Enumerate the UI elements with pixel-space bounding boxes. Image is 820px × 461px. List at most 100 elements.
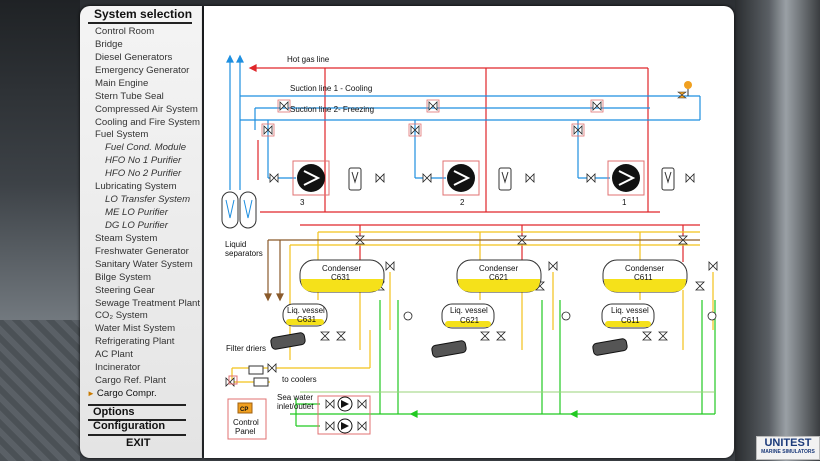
menu-item-label: Incinerator (95, 362, 141, 374)
menu-item[interactable]: DG LO Purifier (105, 220, 168, 231)
expansion-valve-icon[interactable] (677, 81, 692, 99)
condenser-c631[interactable]: Condenser C631 (299, 259, 385, 293)
menu-item[interactable]: Steam System (95, 233, 157, 244)
valve[interactable] (261, 123, 275, 137)
valve[interactable] (357, 399, 367, 409)
valve[interactable] (685, 173, 695, 183)
active-arrow-icon: ► (87, 389, 95, 399)
liq-vessel-c631[interactable]: Liq. vessel C631 (282, 303, 328, 327)
valve[interactable] (336, 331, 346, 341)
menu-item[interactable]: HFO No 1 Purifier (105, 155, 181, 166)
menu-item-label: HFO No 2 Purifier (105, 168, 182, 180)
menu-item[interactable]: Control Room (95, 26, 154, 37)
menu-item-label: Bilge System (95, 271, 151, 283)
condenser-c621[interactable]: Condenser C621 (456, 259, 542, 293)
valve[interactable] (267, 363, 277, 373)
menu-item[interactable]: Sewage Treatment Plant (95, 298, 200, 309)
menu-item-label: Refrigerating Plant (95, 336, 175, 348)
valve[interactable] (385, 261, 395, 271)
menu-item[interactable]: Steering Gear (95, 285, 155, 296)
valve[interactable] (571, 123, 585, 137)
options-button[interactable]: Options (93, 406, 135, 418)
menu-item[interactable]: Emergency Generator (95, 65, 189, 76)
menu-item[interactable]: Stern Tube Seal (95, 91, 164, 102)
menu-item-label: Emergency Generator (95, 64, 190, 76)
menu-item-label: AC Plant (95, 349, 133, 361)
menu-item[interactable]: Freshwater Generator (95, 246, 189, 257)
menu-item-label: Water Mist System (95, 323, 176, 335)
valve[interactable] (517, 235, 527, 245)
menu-item[interactable]: AC Plant (95, 349, 133, 360)
compressor-3[interactable]: 3 (292, 160, 330, 207)
valve[interactable] (586, 173, 596, 183)
valve[interactable] (357, 421, 367, 431)
control-valve[interactable] (561, 311, 571, 321)
valve[interactable] (590, 99, 604, 113)
menu-item-label: Sanitary Water System (95, 258, 193, 270)
menu-item[interactable]: LO Transfer System (105, 194, 190, 205)
valve[interactable] (269, 173, 279, 183)
menu-item[interactable]: Bilge System (95, 272, 151, 283)
menu-item[interactable]: HFO No 2 Purifier (105, 168, 181, 179)
menu-item[interactable]: Fuel System (95, 129, 148, 140)
control-valve[interactable] (403, 311, 413, 321)
valve[interactable] (695, 281, 705, 291)
valve[interactable] (678, 235, 688, 245)
valve[interactable] (525, 173, 535, 183)
compressors[interactable]: 3 2 1 (292, 160, 645, 207)
menu-item[interactable]: Sanitary Water System (95, 259, 193, 270)
menu-item[interactable]: CO₂ System (95, 310, 148, 321)
menu-title: System selection (94, 7, 193, 21)
condenser-c611[interactable]: Condenser C611 (602, 259, 688, 293)
control-panel-button[interactable]: CP Control Panel (227, 398, 267, 440)
valve[interactable] (225, 377, 235, 387)
menu-item[interactable]: Main Engine (95, 78, 148, 89)
liq-vessel-c611[interactable]: Liq. vessel C611 (601, 303, 655, 329)
filter-driers[interactable] (228, 365, 269, 387)
liq-vessel-c621[interactable]: Liq. vessel C621 (441, 303, 495, 329)
liq-vessel-label: Liq. vessel (450, 306, 488, 315)
valve[interactable] (496, 331, 506, 341)
valve[interactable] (422, 173, 432, 183)
menu-item[interactable]: Lubricating System (95, 181, 177, 192)
control-panel-label-2: Panel (235, 427, 256, 436)
liquid-separators-label-2: separators (225, 249, 263, 258)
configuration-button[interactable]: Configuration (93, 420, 166, 432)
valve[interactable] (325, 421, 335, 431)
valve[interactable] (658, 331, 668, 341)
valve[interactable] (708, 261, 718, 271)
sea-water-pumps[interactable] (317, 395, 371, 435)
valve[interactable] (355, 235, 365, 245)
exit-button[interactable]: EXIT (126, 437, 151, 449)
valve[interactable] (642, 331, 652, 341)
menu-item[interactable]: ME LO Purifier (105, 207, 168, 218)
menu-item[interactable]: Diesel Generators (95, 52, 172, 63)
menu-item[interactable]: Compressed Air System (95, 104, 198, 115)
valve[interactable] (408, 123, 422, 137)
menu-item[interactable]: Water Mist System (95, 323, 175, 334)
condensers[interactable]: Condenser C631 Condenser C621 Condenser … (299, 259, 688, 293)
suction-line-freezing (254, 107, 650, 130)
valve[interactable] (375, 173, 385, 183)
menu-item[interactable]: Fuel Cond. Module (105, 142, 186, 153)
control-valves[interactable] (403, 311, 717, 321)
condenser-label: Condenser (322, 264, 361, 273)
compressor-1[interactable]: 1 (607, 160, 645, 207)
menu-item[interactable]: Cargo Ref. Plant (95, 375, 166, 386)
menu-item[interactable]: Incinerator (95, 362, 140, 373)
menu-item-label: Steam System (95, 232, 158, 244)
valve[interactable] (426, 99, 440, 113)
menu-item[interactable]: Bridge (95, 39, 123, 50)
valve[interactable] (277, 99, 291, 113)
compressor-2[interactable]: 2 (442, 160, 480, 207)
control-valve[interactable] (707, 311, 717, 321)
valve[interactable] (480, 331, 490, 341)
valve[interactable] (320, 331, 330, 341)
sea-water-label-1: Sea water (277, 393, 313, 402)
menu-item[interactable]: ►Cargo Compr. (87, 388, 157, 399)
menu-item[interactable]: Refrigerating Plant (95, 336, 174, 347)
valve[interactable] (325, 399, 335, 409)
valve[interactable] (548, 261, 558, 271)
liquid-vessels[interactable]: Liq. vessel C631 Liq. vessel C621 Liq. v… (282, 303, 655, 329)
menu-item[interactable]: Cooling and Fire System (95, 117, 200, 128)
